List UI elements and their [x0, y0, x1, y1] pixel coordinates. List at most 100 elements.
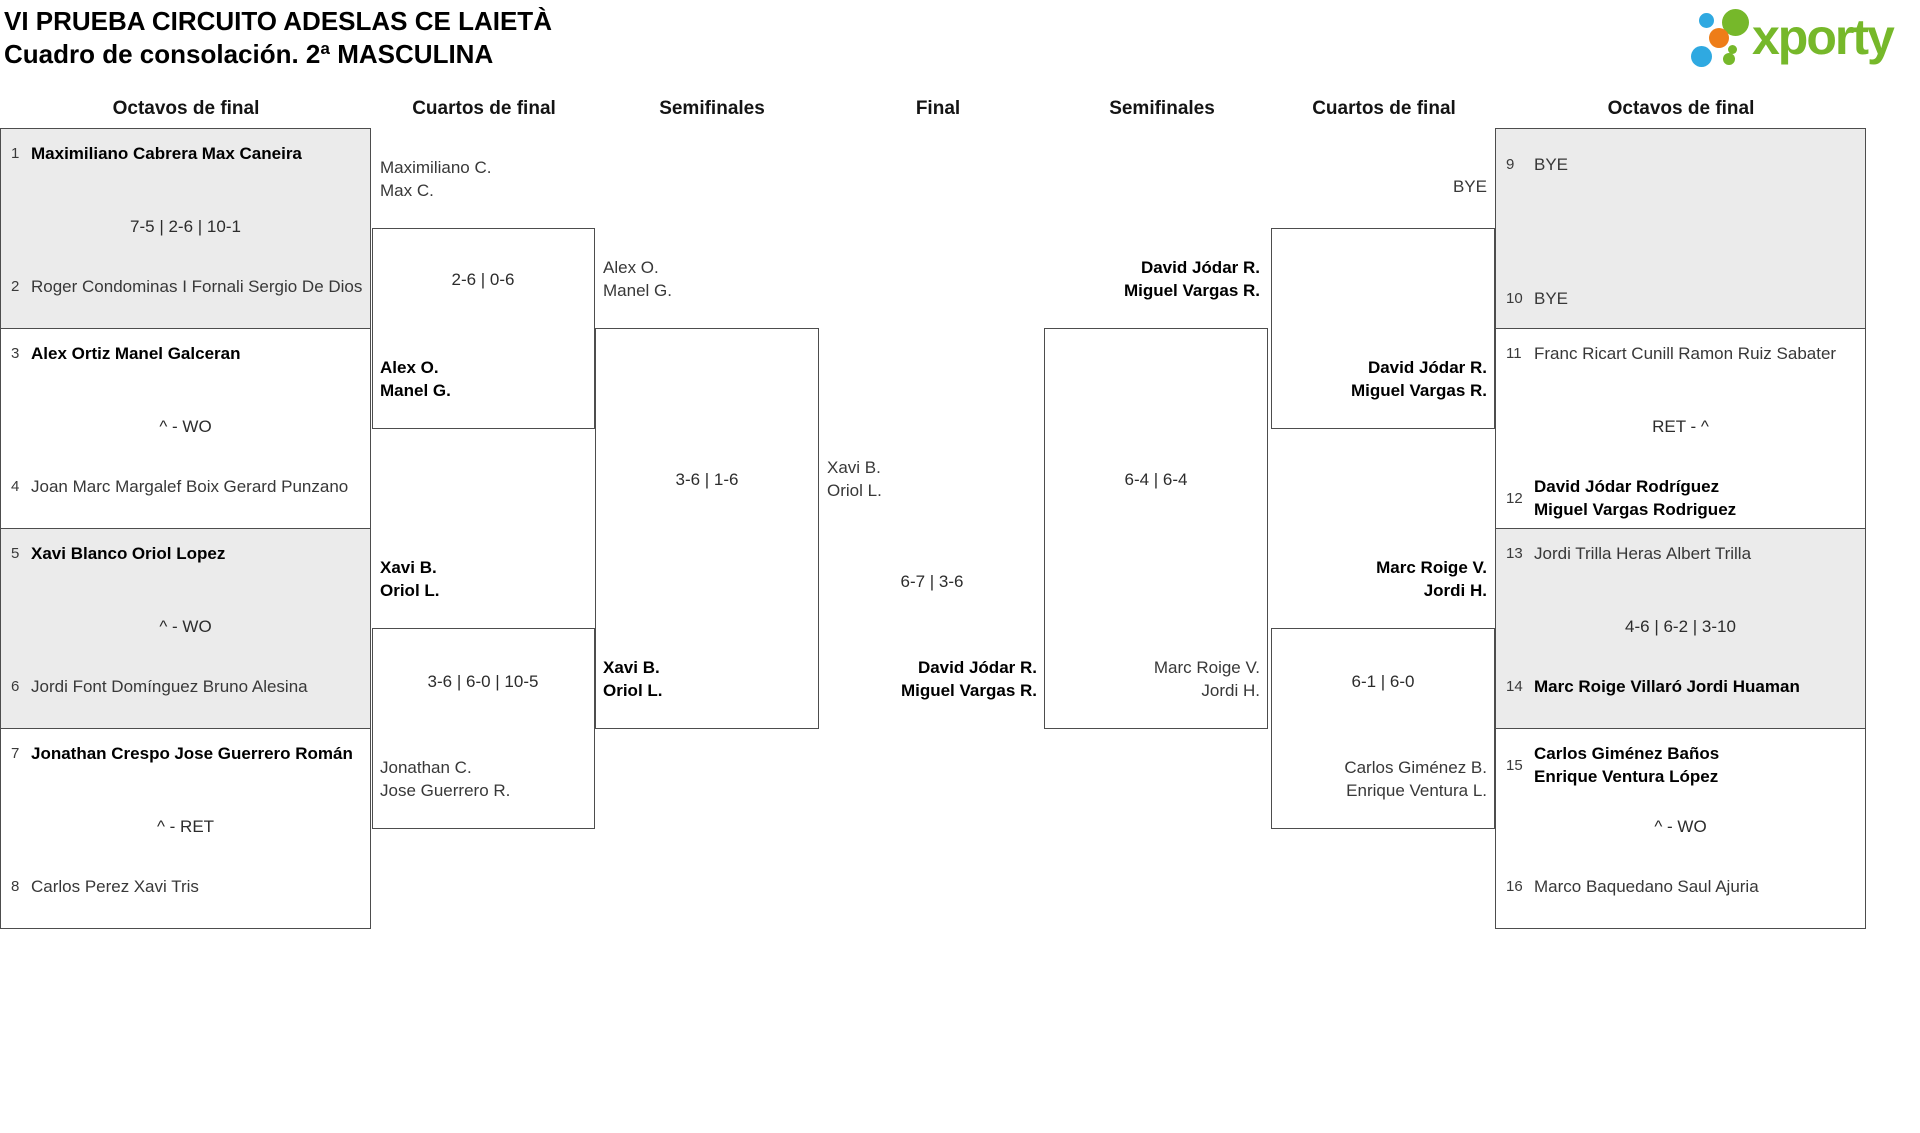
team-name: Xavi Blanco Oriol Lopez — [31, 544, 226, 563]
team-entry: 5 Xavi Blanco Oriol Lopez — [11, 542, 364, 565]
seed-number: 11 — [1506, 345, 1522, 362]
qf-right-1-top-team: BYE — [1452, 177, 1487, 196]
draw-subtitle: Cuadro de consolación. 2ª MASCULINA — [4, 39, 494, 69]
logo-wordmark: xporty — [1752, 9, 1895, 65]
sf-left-score: 3-6 | 1-6 — [675, 470, 739, 489]
final-score: 6-7 | 3-6 — [900, 572, 964, 591]
match-score: ^ - WO — [1654, 817, 1707, 836]
qf-right-2-score: 6-1 | 6-0 — [1351, 672, 1415, 691]
seed-number: 1 — [11, 145, 20, 162]
sf-right-score: 6-4 | 6-4 — [1124, 470, 1188, 489]
team-entry: 13 Jordi Trilla Heras Albert Trilla — [1506, 542, 1859, 565]
team-entry: 15 Carlos Giménez Baños Enrique Ventura … — [1506, 742, 1859, 788]
qf-right-1-bottom-team: David Jódar R. Miguel Vargas R. — [1350, 358, 1487, 400]
match-box-7-8: 7 Jonathan Crespo Jose Guerrero Román ^ … — [0, 728, 371, 929]
qf-left-2-bottom-team: Jonathan C. Jose Guerrero R. — [380, 758, 511, 800]
match-score: 4-6 | 6-2 | 3-10 — [1625, 617, 1736, 636]
seed-number: 6 — [11, 678, 20, 695]
final-right-team: David Jódar R. Miguel Vargas R. — [900, 658, 1037, 700]
team-entry: 11 Franc Ricart Cunill Ramon Ruiz Sabate… — [1506, 342, 1859, 365]
connector-box-qf-right-1 — [1271, 228, 1495, 429]
team-name: Joan Marc Margalef Boix Gerard Punzano — [31, 477, 349, 496]
team-entry: 16 Marco Baquedano Saul Ajuria — [1506, 875, 1859, 898]
round-header-octavos-left: Octavos de final — [112, 98, 260, 119]
team-entry: 6 Jordi Font Domínguez Bruno Alesina — [11, 675, 364, 698]
match-score: 7-5 | 2-6 | 10-1 — [130, 217, 241, 236]
team-name: Carlos Giménez Baños Enrique Ventura Lóp… — [1534, 744, 1720, 786]
logo-dot-green-tiny — [1728, 45, 1737, 54]
seed-number: 16 — [1506, 878, 1523, 895]
seed-number: 15 — [1506, 756, 1523, 774]
team-entry: 10 BYE — [1506, 287, 1859, 310]
round-header-cuartos-left: Cuartos de final — [412, 98, 556, 119]
round-header-octavos-right: Octavos de final — [1607, 98, 1755, 119]
team-name: Jordi Font Domínguez Bruno Alesina — [31, 677, 308, 696]
qf-left-1-top-team: Maximiliano C. Max C. — [380, 158, 492, 200]
team-name: Roger Condominas I Fornali Sergio De Dio… — [31, 277, 363, 296]
team-entry: 7 Jonathan Crespo Jose Guerrero Román — [11, 742, 364, 765]
team-name: Franc Ricart Cunill Ramon Ruiz Sabater — [1534, 344, 1837, 363]
team-name: Maximiliano Cabrera Max Caneira — [31, 144, 302, 163]
match-box-13-14: 13 Jordi Trilla Heras Albert Trilla 4-6 … — [1495, 528, 1866, 729]
round-header-cuartos-right: Cuartos de final — [1312, 98, 1456, 119]
team-entry: 8 Carlos Perez Xavi Tris — [11, 875, 364, 898]
seed-number: 10 — [1506, 290, 1523, 307]
match-box-15-16: 15 Carlos Giménez Baños Enrique Ventura … — [1495, 728, 1866, 929]
seed-number: 4 — [11, 478, 20, 495]
qf-left-1-score: 2-6 | 0-6 — [451, 270, 515, 289]
connector-box-sf-left — [595, 328, 819, 729]
connector-box-qf-left-2 — [372, 628, 595, 829]
team-entry: 1 Maximiliano Cabrera Max Caneira — [11, 142, 364, 165]
team-entry: 9 BYE — [1506, 153, 1859, 176]
match-box-5-6: 5 Xavi Blanco Oriol Lopez ^ - WO 6 Jordi… — [0, 528, 371, 729]
qf-left-1-bottom-team: Alex O. Manel G. — [380, 358, 451, 400]
sf-right-top-team: David Jódar R. Miguel Vargas R. — [1123, 258, 1260, 300]
seed-number: 9 — [1506, 156, 1515, 173]
connector-box-qf-left-1 — [372, 228, 595, 429]
match-box-1-2: 1 Maximiliano Cabrera Max Caneira 7-5 | … — [0, 128, 371, 329]
seed-number: 5 — [11, 545, 20, 562]
team-name: Alex Ortiz Manel Galceran — [31, 344, 241, 363]
round-header-final: Final — [915, 98, 961, 119]
team-name: BYE — [1534, 289, 1569, 308]
logo-dot-blue-medium — [1691, 46, 1712, 67]
match-score: RET - ^ — [1652, 417, 1709, 436]
match-box-9-10: 9 BYE 10 BYE — [1495, 128, 1866, 329]
seed-number: 7 — [11, 745, 20, 762]
team-name: Marc Roige Villaró Jordi Huaman — [1534, 677, 1800, 696]
page-title: VI PRUEBA CIRCUITO ADESLAS CE LAIETÀ Cua… — [4, 5, 552, 71]
team-entry: 14 Marc Roige Villaró Jordi Huaman — [1506, 675, 1859, 698]
match-box-11-12: 11 Franc Ricart Cunill Ramon Ruiz Sabate… — [1495, 328, 1866, 529]
xporty-logo[interactable]: xporty — [1688, 4, 1916, 68]
team-entry: 2 Roger Condominas I Fornali Sergio De D… — [11, 275, 364, 298]
logo-dot-orange — [1709, 28, 1729, 48]
seed-number: 8 — [11, 878, 20, 895]
match-box-3-4: 3 Alex Ortiz Manel Galceran ^ - WO 4 Joa… — [0, 328, 371, 529]
qf-right-2-top-team: Marc Roige V. Jordi H. — [1376, 558, 1487, 600]
round-header-semis-left: Semifinales — [659, 98, 765, 119]
sf-left-top-team: Alex O. Manel G. — [603, 258, 672, 300]
qf-right-2-bottom-team: Carlos Giménez B. Enrique Ventura L. — [1344, 758, 1487, 800]
match-score: ^ - RET — [156, 817, 215, 836]
team-name: Carlos Perez Xavi Tris — [31, 877, 199, 896]
connector-box-qf-right-2 — [1271, 628, 1495, 829]
seed-number: 12 — [1506, 489, 1523, 507]
team-entry: 4 Joan Marc Margalef Boix Gerard Punzano — [11, 475, 364, 498]
final-left-team: Xavi B. Oriol L. — [827, 458, 882, 500]
connector-box-sf-right — [1044, 328, 1268, 729]
tournament-name: VI PRUEBA CIRCUITO ADESLAS CE LAIETÀ — [4, 6, 552, 36]
qf-left-2-score: 3-6 | 6-0 | 10-5 — [427, 672, 539, 691]
team-name: Marco Baquedano Saul Ajuria — [1534, 877, 1759, 896]
match-score: ^ - WO — [159, 617, 212, 636]
team-entry: 3 Alex Ortiz Manel Galceran — [11, 342, 364, 365]
sf-right-bottom-team: Marc Roige V. Jordi H. — [1153, 658, 1260, 700]
qf-left-2-top-team: Xavi B. Oriol L. — [380, 558, 440, 600]
team-entry: 12 David Jódar Rodríguez Miguel Vargas R… — [1506, 475, 1859, 521]
team-name: Jonathan Crespo Jose Guerrero Román — [31, 744, 353, 763]
team-name: BYE — [1534, 155, 1569, 174]
team-name: Jordi Trilla Heras Albert Trilla — [1534, 544, 1752, 563]
match-score: ^ - WO — [159, 417, 212, 436]
logo-dot-green-small — [1723, 53, 1735, 65]
round-header-semis-right: Semifinales — [1109, 98, 1215, 119]
